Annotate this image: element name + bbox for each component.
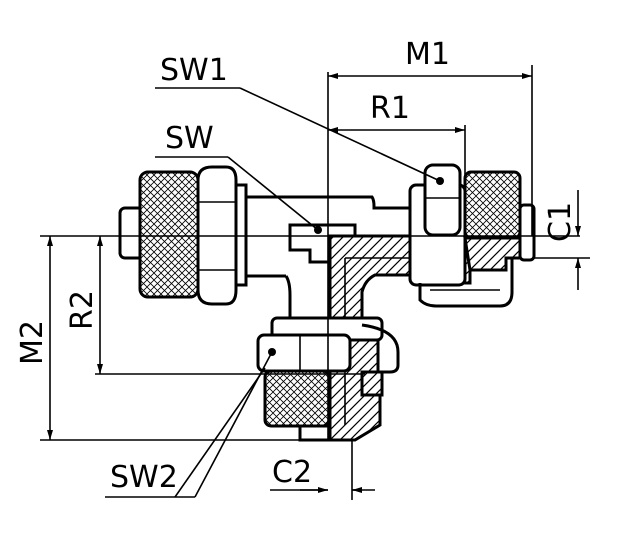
label-c1: C1 <box>543 202 578 242</box>
label-sw2: SW2 <box>110 460 178 495</box>
dimension-m2: M2 <box>15 236 53 440</box>
leader-sw1: SW1 <box>155 53 444 185</box>
right-hex-nut <box>423 163 462 237</box>
extension-lines <box>40 65 590 500</box>
right-knurled-nut <box>463 170 522 240</box>
dimension-c2: C2 <box>270 455 375 493</box>
dimension-m1: M1 <box>328 37 532 79</box>
dimension-r2: R2 <box>65 236 103 374</box>
label-m2: M2 <box>15 320 50 365</box>
left-knurled-nut <box>138 170 200 299</box>
label-sw1: SW1 <box>160 53 228 88</box>
leader-sw: SW <box>155 121 322 234</box>
left-body-tube <box>246 195 330 278</box>
leader-sw2: SW2 <box>105 348 276 498</box>
label-c2: C2 <box>272 455 312 490</box>
bottom-branch <box>256 316 400 442</box>
label-r2: R2 <box>65 290 100 330</box>
label-r1: R1 <box>370 91 410 126</box>
bottom-knurled-nut <box>263 369 331 428</box>
dimension-c1: C1 <box>543 190 581 290</box>
right-branch <box>408 163 536 308</box>
label-sw: SW <box>165 121 214 156</box>
label-m1: M1 <box>405 37 450 72</box>
dimension-r1: R1 <box>328 91 465 133</box>
